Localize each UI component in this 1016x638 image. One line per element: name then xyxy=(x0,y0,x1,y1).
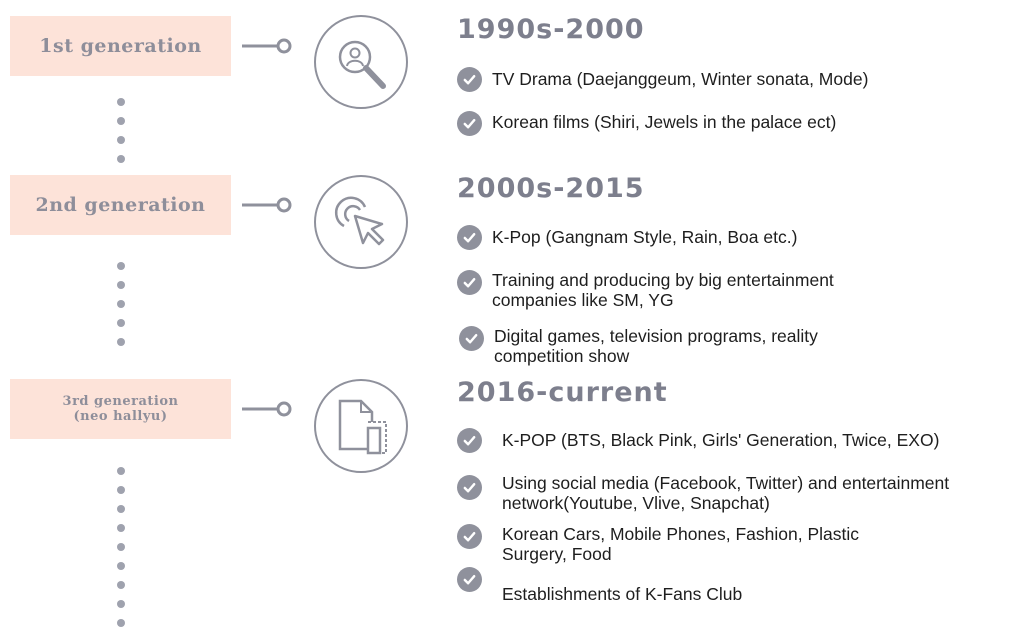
list-item: Establishments of K-Fans Club xyxy=(457,567,957,604)
checkmark-icon xyxy=(457,225,482,250)
era-heading: 2016-current xyxy=(457,377,668,408)
checkmark-icon xyxy=(457,270,482,295)
checkmark-icon xyxy=(457,524,482,549)
generation-label: 3rd generation (neo hallyu) xyxy=(62,394,179,424)
generation-label: 1st generation xyxy=(39,35,202,57)
connector-line xyxy=(242,401,292,417)
checkmark-icon xyxy=(457,475,482,500)
list-item: Training and producing by big entertainm… xyxy=(457,270,897,310)
timeline-dots xyxy=(114,467,128,638)
item-text: K-POP (BTS, Black Pink, Girls' Generatio… xyxy=(502,430,940,450)
list-item: Korean films (Shiri, Jewels in the palac… xyxy=(457,111,997,136)
checkmark-icon xyxy=(459,326,484,351)
connector-line xyxy=(242,38,292,54)
list-item: K-Pop (Gangnam Style, Rain, Boa etc.) xyxy=(457,225,997,250)
generation-label: 2nd generation xyxy=(35,194,206,216)
item-text: Using social media (Facebook, Twitter) a… xyxy=(502,473,950,513)
timeline-dots xyxy=(114,262,128,357)
list-item: Digital games, television programs, real… xyxy=(459,326,879,366)
timeline-dots xyxy=(114,98,128,174)
item-text: Korean Cars, Mobile Phones, Fashion, Pla… xyxy=(502,524,859,564)
era-heading: 2000s-2015 xyxy=(457,173,645,204)
checkmark-icon xyxy=(457,567,482,592)
list-item: Korean Cars, Mobile Phones, Fashion, Pla… xyxy=(457,524,897,564)
checkmark-icon xyxy=(457,67,482,92)
checkmark-icon xyxy=(457,428,482,453)
documents-copy-icon xyxy=(314,379,408,473)
list-item: TV Drama (Daejanggeum, Winter sonata, Mo… xyxy=(457,67,997,92)
connector-line xyxy=(242,197,292,213)
era-heading: 1990s-2000 xyxy=(457,14,645,45)
magnifier-person-icon xyxy=(314,15,408,109)
generation-box-1: 1st generation xyxy=(10,16,231,76)
generation-box-3: 3rd generation (neo hallyu) xyxy=(10,379,231,439)
cursor-click-icon xyxy=(314,175,408,269)
list-item: K-POP (BTS, Black Pink, Girls' Generatio… xyxy=(457,428,1012,453)
item-text: TV Drama (Daejanggeum, Winter sonata, Mo… xyxy=(492,69,869,89)
list-item: Using social media (Facebook, Twitter) a… xyxy=(457,473,1012,513)
generation-box-2: 2nd generation xyxy=(10,175,231,235)
item-text: Korean films (Shiri, Jewels in the palac… xyxy=(492,112,837,132)
item-text: K-Pop (Gangnam Style, Rain, Boa etc.) xyxy=(492,227,798,247)
item-text: Training and producing by big entertainm… xyxy=(492,270,834,310)
checkmark-icon xyxy=(457,111,482,136)
item-text: Digital games, television programs, real… xyxy=(494,326,818,366)
item-text: Establishments of K-Fans Club xyxy=(502,584,743,604)
